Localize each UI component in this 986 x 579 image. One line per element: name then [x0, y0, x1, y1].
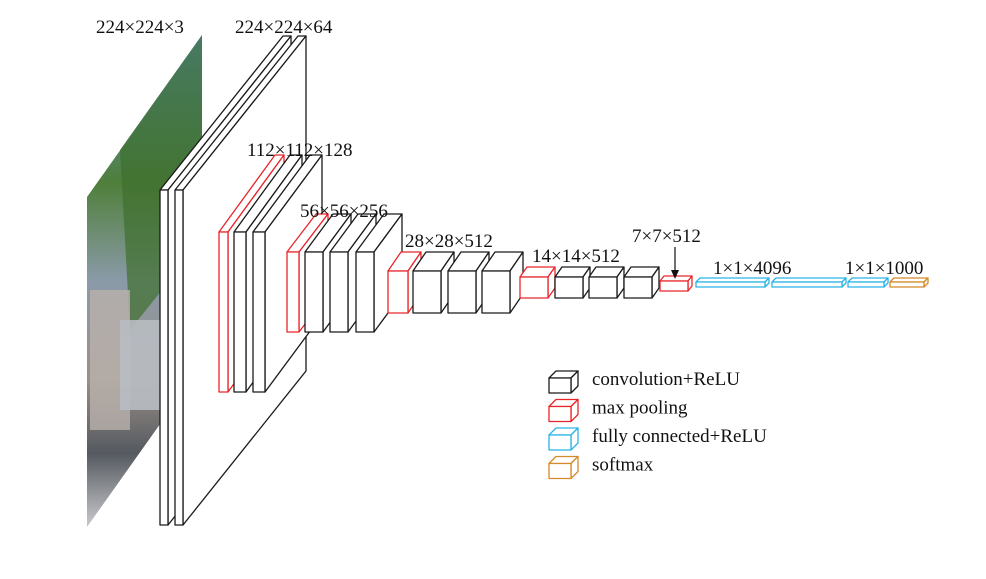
label-input: 224×224×3: [96, 17, 184, 38]
fc-layer: [695, 277, 770, 288]
label-softmax: 1×1×1000: [845, 258, 923, 279]
input-image: [87, 35, 202, 527]
conv-layer: [481, 251, 524, 314]
label-block5: 14×14×512: [532, 246, 620, 267]
fc-layer: [771, 277, 847, 288]
legend-label-pool: max pooling: [592, 398, 688, 419]
label-block3: 56×56×256: [300, 201, 388, 222]
pool-layer: [659, 275, 693, 292]
conv-layer: [588, 266, 625, 299]
arrow-head-icon: [671, 270, 679, 279]
conv-layer: [623, 266, 660, 299]
pool-legend-icon: [548, 398, 579, 423]
softmax-layer: [889, 277, 929, 288]
label-block4: 28×28×512: [405, 231, 493, 252]
legend-label-softmax: softmax: [592, 455, 654, 476]
layer-stack: [159, 35, 929, 526]
softmax-legend-icon: [548, 455, 579, 480]
legend-label-fc: fully connected+ReLU: [592, 426, 767, 447]
pool-layer: [519, 266, 556, 299]
label-block1: 224×224×64: [235, 17, 333, 38]
conv-legend-icon: [548, 370, 579, 394]
legend-label-conv: convolution+ReLU: [592, 369, 740, 390]
label-fc: 1×1×4096: [713, 258, 791, 279]
label-block2: 112×112×128: [247, 140, 353, 161]
legend: convolution+ReLU max pooling fully connect…: [548, 369, 767, 480]
label-pool5: 7×7×512: [632, 226, 701, 247]
fc-legend-icon: [548, 427, 579, 451]
fc-layer: [847, 277, 889, 288]
conv-layer: [554, 266, 591, 299]
